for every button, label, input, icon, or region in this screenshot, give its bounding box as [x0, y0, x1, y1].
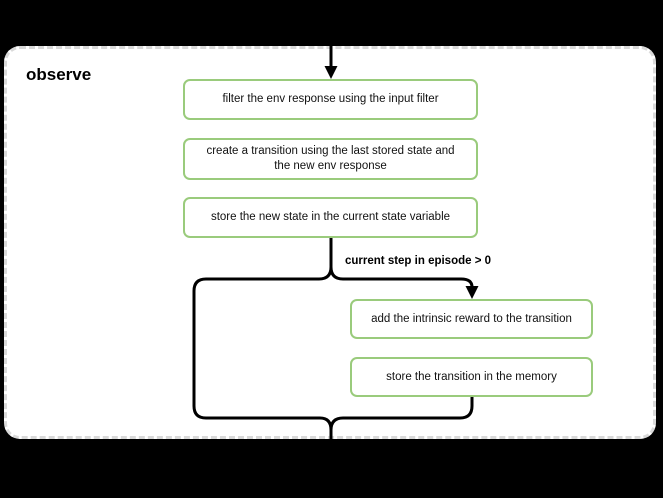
flow-node-label: store the transition in the memory [386, 370, 557, 383]
flow-node-add-intrinsic-reward: add the intrinsic reward to the transiti… [350, 299, 593, 339]
flow-node-label: create a transition using the last store… [206, 145, 455, 172]
flow-node-store-transition: store the transition in the memory [350, 357, 593, 397]
flow-node-label: filter the env response using the input … [222, 93, 439, 106]
flow-node-store-new-state: store the new state in the current state… [183, 197, 478, 238]
flow-node-filter-env-response: filter the env response using the input … [183, 79, 478, 120]
flow-node-label: store the new state in the current state… [210, 211, 451, 224]
group-title: observe [26, 65, 92, 84]
flow-node-label: add the intrinsic reward to the transiti… [371, 312, 572, 325]
flow-node-create-transition: create a transition using the last store… [183, 138, 478, 180]
condition-label: current step in episode > 0 [345, 255, 492, 267]
